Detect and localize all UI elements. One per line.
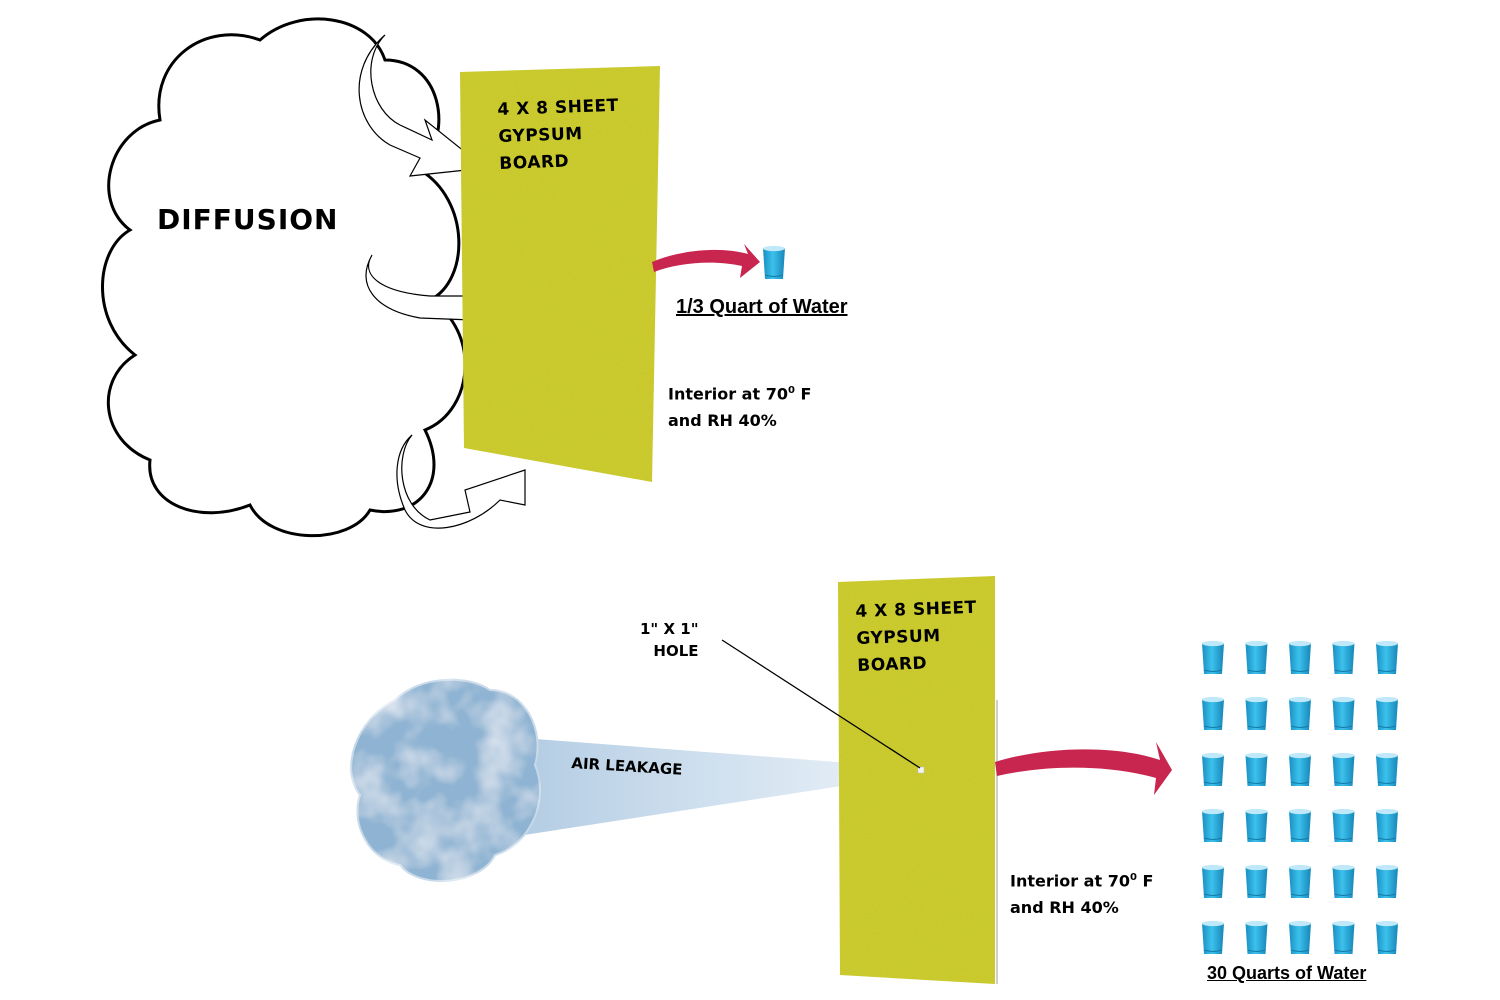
water-cup-icon <box>1288 640 1312 675</box>
hole-label-line: 1" X 1" <box>640 620 699 638</box>
water-cup-icon <box>1375 920 1399 955</box>
interior-conditions-bottom: Interior at 700 F and RH 40% <box>1010 864 1153 921</box>
board-label-line: BOARD <box>498 151 570 174</box>
board-label-bottom: 4 X 8 SHEET GYPSUM BOARD <box>855 595 979 680</box>
water-cup-icon <box>1375 808 1399 843</box>
transfer-arrow-top <box>652 244 760 278</box>
water-cup-icon <box>1245 864 1268 899</box>
water-cup-icon <box>1332 808 1355 843</box>
degree-mark: 0 <box>787 385 795 396</box>
water-cup-icon <box>1375 696 1399 731</box>
degree-mark: 0 <box>1129 872 1137 883</box>
water-cup-icon <box>1201 752 1225 787</box>
water-cup-icon <box>1245 920 1268 955</box>
air-cloud-icon <box>350 678 541 882</box>
diffusion-label: DIFFUSION <box>157 203 339 236</box>
water-cup-icon <box>1245 808 1268 843</box>
water-cup-icon <box>1332 752 1355 787</box>
hole-label: 1" X 1" HOLE <box>640 618 699 662</box>
interior-conditions-top: Interior at 700 F and RH 40% <box>668 377 811 434</box>
water-cup-icon <box>1288 696 1312 731</box>
water-cup-single <box>762 245 786 280</box>
water-cup-icon <box>1332 864 1355 899</box>
water-cup-icon <box>1332 920 1355 955</box>
water-cup-icon <box>1245 640 1268 675</box>
board-label-line: GYPSUM <box>498 124 584 147</box>
hole-leader-line <box>721 639 921 769</box>
water-cup-icon <box>1245 752 1268 787</box>
board-label-top: 4 X 8 SHEET GYPSUM BOARD <box>497 93 621 178</box>
gypsum-board-bottom <box>838 576 995 984</box>
water-cup-icon <box>1288 920 1312 955</box>
water-cup-icon <box>1201 864 1225 899</box>
water-cup-icon <box>1375 640 1399 675</box>
condition-unit: F <box>1136 871 1154 891</box>
water-cup-icon <box>1288 864 1312 899</box>
board-label-line: 4 X 8 SHEET <box>855 597 978 622</box>
board-label-line: GYPSUM <box>856 626 942 649</box>
water-cup-icon <box>1201 696 1225 731</box>
water-cup-icon <box>1332 696 1355 731</box>
condition-line-1: Interior at 700 F <box>1010 864 1153 894</box>
water-cup-icon <box>1201 640 1225 675</box>
water-cup-icon <box>1288 808 1312 843</box>
condition-temp: Interior at 70 <box>668 384 788 404</box>
water-cup-icon <box>1201 920 1225 955</box>
condition-line-1: Interior at 700 F <box>668 377 811 407</box>
condition-line-2: and RH 40% <box>668 411 777 431</box>
condition-line-2: and RH 40% <box>1010 898 1119 918</box>
water-cup-icon <box>1332 640 1355 675</box>
board-label-line: BOARD <box>856 653 928 676</box>
hole-marker <box>917 766 925 774</box>
water-caption-bottom: 30 Quarts of Water <box>1207 963 1367 983</box>
water-cup-icon <box>1288 752 1312 787</box>
water-cup-icon <box>1201 808 1225 843</box>
condition-unit: F <box>794 384 812 404</box>
hole-label-line: HOLE <box>653 642 699 660</box>
transfer-arrow-bottom <box>995 742 1172 795</box>
diffusion-cloud <box>101 17 467 538</box>
water-cup-icon <box>1245 696 1268 731</box>
board-label-line: 4 X 8 SHEET <box>497 95 620 120</box>
gypsum-board-top <box>460 66 660 482</box>
condition-temp: Interior at 70 <box>1010 871 1130 891</box>
water-cup-grid <box>1201 640 1399 955</box>
water-cup-icon <box>1375 752 1399 787</box>
water-cup-icon <box>1375 864 1399 899</box>
water-caption-top: 1/3 Quart of Water <box>676 296 848 318</box>
